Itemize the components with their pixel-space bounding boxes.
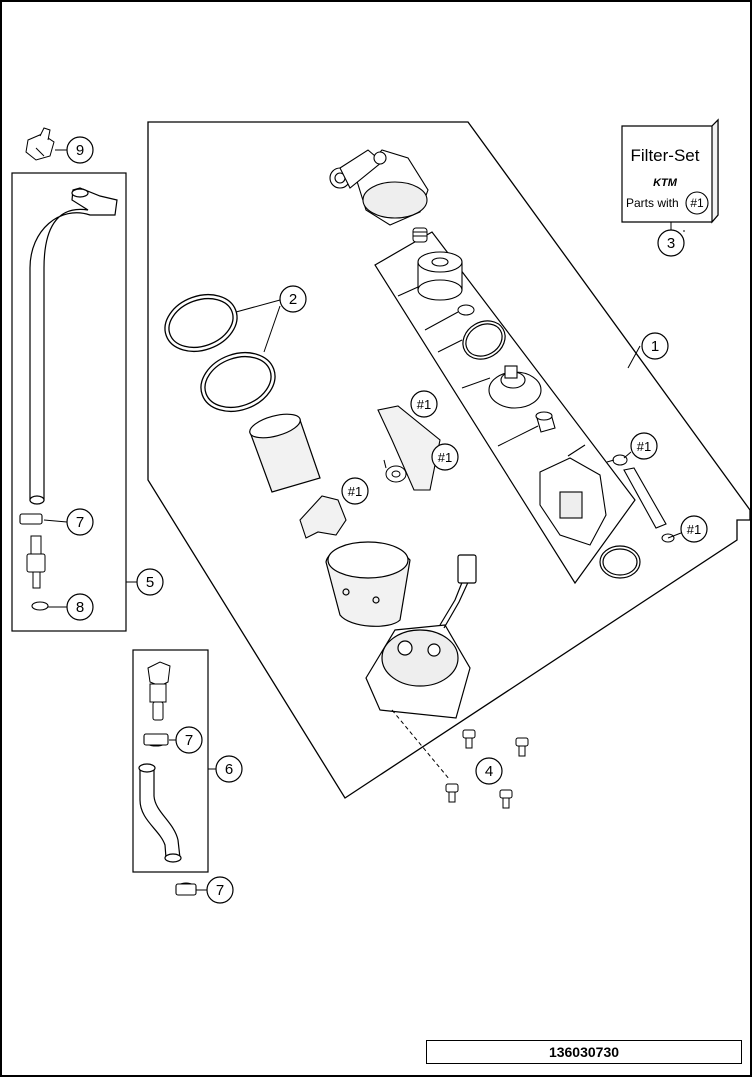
svg-text:7: 7: [185, 732, 193, 749]
svg-text:1: 1: [651, 338, 659, 355]
svg-text:5: 5: [146, 574, 154, 591]
mark-1-a: #1: [410, 390, 438, 418]
svg-text:#1: #1: [687, 522, 701, 537]
callout-9: 9: [66, 136, 94, 164]
svg-text:#1: #1: [438, 450, 452, 465]
large-o-ring-bottom: [599, 545, 641, 579]
reference-number: 136030730: [548, 1044, 620, 1060]
mark-1-c: #1: [341, 477, 369, 505]
svg-text:4: 4: [485, 763, 493, 780]
filter-subgroup-outline: [374, 231, 636, 585]
filter-set-title: Filter-Set: [631, 146, 700, 165]
callout-5: 5: [136, 568, 164, 596]
small-spring: [412, 227, 428, 243]
part-6-short-hose: [138, 763, 182, 863]
parts-with-mark: #1: [690, 196, 704, 210]
part-2-o-ring-a: [164, 293, 238, 353]
callout-1: 1: [641, 332, 669, 360]
svg-text:8: 8: [76, 599, 84, 616]
filter-cover-plate: [377, 405, 441, 491]
svg-text:#1: #1: [637, 439, 651, 454]
callout-2: 2: [279, 285, 307, 313]
ktm-logo: KTM: [653, 177, 678, 189]
small-o-ring-b: [612, 454, 628, 466]
fuel-filter: [417, 251, 463, 301]
callout-7-b: 7: [175, 726, 203, 754]
part-6-connector: [147, 661, 171, 721]
part-4-screws: [445, 729, 529, 809]
callout-7-a: 7: [66, 508, 94, 536]
fuel-pump-unit: [539, 444, 607, 546]
medium-o-ring: [462, 320, 506, 360]
part-2-o-ring-b: [200, 352, 276, 412]
svg-text:2: 2: [289, 291, 297, 308]
mark-1-b: #1: [431, 443, 459, 471]
fuel-pump-group-outline: [147, 121, 751, 799]
svg-text:7: 7: [76, 514, 84, 531]
small-o-ring-c: [661, 533, 675, 543]
leader-mark-e: [667, 532, 682, 539]
small-bracket: [383, 459, 407, 483]
pressure-regulator: [488, 365, 542, 409]
svg-text:6: 6: [225, 761, 233, 778]
callout-8: 8: [66, 593, 94, 621]
filter-set-box: Filter-Set KTM Parts with #1: [621, 118, 719, 230]
reference-number-box: 136030730: [426, 1040, 742, 1064]
small-o-ring-a: [457, 304, 475, 316]
pump-top-housing: [329, 149, 429, 226]
callout-6: 6: [215, 755, 243, 783]
part-8-o-ring: [31, 601, 49, 611]
callout-4: 4: [475, 757, 503, 785]
leader-lines: [43, 149, 685, 891]
mark-1-e: #1: [680, 515, 708, 543]
parts-with-mark-circle: [685, 191, 709, 215]
filter-sleeve: [249, 413, 321, 493]
part-5-long-hose: [29, 187, 118, 505]
svg-text:3: 3: [667, 235, 675, 252]
svg-text:#1: #1: [417, 397, 431, 412]
mounting-axis-line: [391, 709, 451, 781]
mark-1-d: #1: [630, 432, 658, 460]
leader-mark-d: [623, 451, 632, 459]
pressure-tube: [623, 467, 667, 529]
callout-3: 3: [657, 229, 685, 257]
pump-flange-assembly: [365, 554, 477, 719]
part-7-clamp-b: [143, 733, 169, 747]
part-7-clamp-c: [175, 882, 197, 896]
hose-group-5-box: [11, 172, 127, 632]
svg-text:7: 7: [216, 882, 224, 899]
hose-group-6-box: [132, 649, 209, 873]
pump-cup: [325, 541, 411, 627]
retainer-clip: [299, 495, 347, 539]
part-5-fitting: [26, 535, 46, 589]
callout-7-c: 7: [206, 876, 234, 904]
svg-text:#1: #1: [348, 484, 362, 499]
parts-with-label: Parts with: [626, 196, 679, 210]
short-tube: [535, 411, 556, 433]
svg-text:9: 9: [76, 142, 84, 159]
part-7-clamp-a: [19, 513, 43, 525]
part-9-connector: [25, 127, 55, 161]
